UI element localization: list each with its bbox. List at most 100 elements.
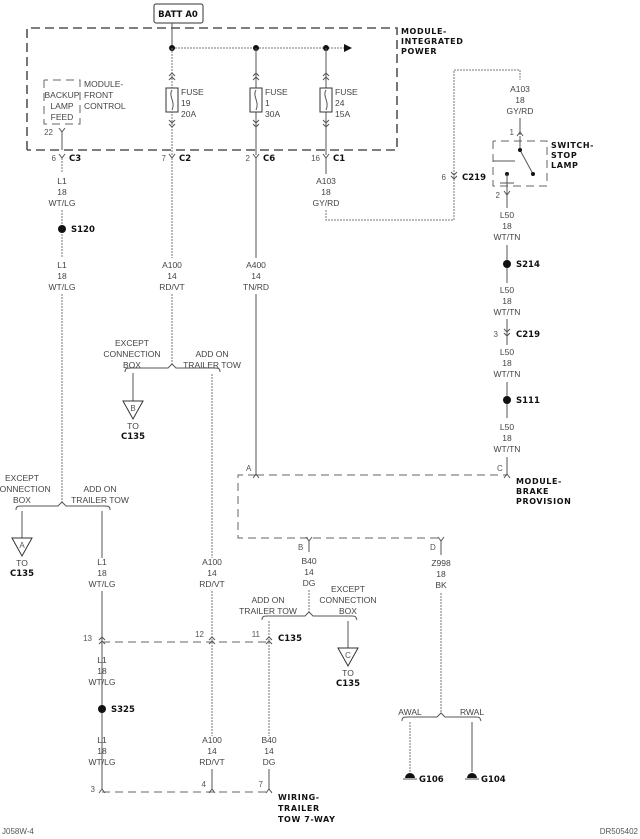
option-bracket	[401, 712, 482, 722]
fuse-label: FUSE	[265, 87, 288, 97]
svg-text:3: 3	[91, 785, 96, 794]
batt-a0-label: BATT A0	[158, 10, 198, 20]
connector-icon	[503, 328, 511, 337]
fuse-number: 19	[181, 98, 191, 108]
svg-text:C: C	[345, 651, 351, 660]
circuit-a100: A100 14 RD/VT EXCEPT CONNECTION BOX ADD …	[103, 158, 241, 790]
svg-text:L50: L50	[500, 347, 514, 357]
module-brake-provision[interactable]: A C MODULE- BRAKE PROVISION B D	[237, 464, 571, 552]
connector-c219-mid[interactable]: 3 C219	[494, 328, 541, 340]
svg-text:13: 13	[83, 634, 92, 643]
ref-b-to-c135[interactable]: B TO C135	[121, 400, 145, 442]
connector-c135[interactable]: 13 12 11 C135	[83, 630, 302, 645]
svg-text:TO: TO	[16, 558, 28, 568]
switch-contact-icon	[519, 149, 534, 175]
svg-text:18: 18	[436, 569, 446, 579]
svg-text:6: 6	[52, 154, 57, 163]
fuse-19[interactable]: FUSE 19 20A	[165, 48, 204, 155]
fuse-number: 1	[265, 98, 270, 108]
svg-text:18: 18	[515, 95, 525, 105]
svg-text:TRAILER: TRAILER	[278, 804, 320, 813]
wiring-trailer-tow-7-way[interactable]: 3 4 7 WIRING- TRAILER TOW 7-WAY	[91, 780, 336, 824]
svg-text:GY/RD: GY/RD	[313, 198, 340, 208]
connector-c2[interactable]: 7 C2	[162, 153, 192, 164]
svg-text:A103: A103	[316, 176, 336, 186]
l1-option-split: EXCEPT CONNECTION BOX ADD ON TRAILER TOW…	[0, 473, 129, 579]
connector-c6[interactable]: 2 C6	[246, 153, 276, 164]
svg-text:C135: C135	[278, 634, 302, 644]
svg-text:7: 7	[162, 154, 167, 163]
fuse-24[interactable]: FUSE 24 15A	[319, 48, 358, 155]
svg-text:A100: A100	[202, 735, 222, 745]
off-page-ref-icon	[122, 400, 144, 421]
svg-text:TO: TO	[342, 668, 354, 678]
connector-icon	[516, 131, 524, 137]
backup-lamp-feed-label-3: FEED	[51, 112, 74, 122]
module-front-control[interactable]: BACKUP LAMP FEED MODULE- FRONT CONTROL 2…	[43, 79, 126, 150]
svg-text:WIRING-: WIRING-	[278, 793, 320, 802]
off-page-ref-icon	[337, 647, 359, 668]
svg-text:TN/RD: TN/RD	[243, 282, 269, 292]
svg-text:C219: C219	[462, 173, 486, 183]
circuit-l1-upper: L1 18 WT/LG S120 L1 18 WT/LG	[49, 158, 95, 503]
svg-text:BK: BK	[435, 580, 447, 590]
fuse-label: FUSE	[335, 87, 358, 97]
fuse-rating: 15A	[335, 109, 350, 119]
svg-text:D: D	[430, 543, 436, 552]
circuit-a400: A400 14 TN/RD	[243, 158, 269, 475]
svg-text:2: 2	[246, 154, 251, 163]
svg-text:C135: C135	[336, 679, 360, 689]
ref-a-to-c135[interactable]: A TO C135	[10, 537, 34, 579]
svg-text:6: 6	[442, 173, 447, 182]
svg-text:L1: L1	[57, 260, 67, 270]
svg-text:WT/TN: WT/TN	[494, 232, 521, 242]
connector-c219-top[interactable]: 6 C219	[442, 171, 487, 183]
svg-text:EXCEPT: EXCEPT	[115, 338, 149, 348]
svg-text:A103: A103	[510, 84, 530, 94]
svg-text:L1: L1	[97, 735, 107, 745]
fuse-1[interactable]: FUSE 1 30A	[249, 48, 288, 155]
svg-text:BRAKE: BRAKE	[516, 487, 549, 496]
svg-text:C219: C219	[516, 330, 540, 340]
bus-arrow-icon	[344, 44, 352, 52]
svg-text:G104: G104	[481, 775, 506, 785]
splice-s111[interactable]	[503, 396, 511, 404]
svg-text:WT/TN: WT/TN	[494, 369, 521, 379]
svg-text:BOX: BOX	[123, 360, 141, 370]
svg-text:C3: C3	[69, 154, 81, 164]
svg-text:14: 14	[167, 271, 177, 281]
svg-text:18: 18	[502, 296, 512, 306]
svg-text:14: 14	[207, 746, 217, 756]
splice-s325[interactable]	[98, 705, 106, 713]
rwal-label: RWAL	[460, 707, 484, 717]
svg-text:TRAILER TOW: TRAILER TOW	[71, 495, 129, 505]
svg-text:18: 18	[97, 568, 107, 578]
connector-icon	[252, 72, 260, 81]
switch-stop-lamp[interactable]: 1 SWITCH- STOP LAMP 2	[492, 128, 594, 200]
splice-s120[interactable]	[58, 225, 66, 233]
ground-icon	[467, 773, 477, 778]
connector-c3[interactable]: 6 C3	[52, 153, 82, 164]
fuse-number: 24	[335, 98, 345, 108]
splice-s214[interactable]	[503, 260, 511, 268]
svg-text:18: 18	[97, 746, 107, 756]
ground-g104[interactable]: G104	[465, 773, 506, 785]
svg-text:TOW 7-WAY: TOW 7-WAY	[278, 815, 335, 824]
wire-gauge: 18	[57, 187, 67, 197]
svg-text:CONNECTION: CONNECTION	[319, 595, 376, 605]
figure-id-left: J058W-4	[2, 827, 34, 836]
ref-c-to-c135[interactable]: C TO C135	[336, 647, 360, 689]
connector-icon	[503, 190, 511, 196]
batt-a0-box[interactable]	[153, 3, 204, 24]
svg-text:4: 4	[202, 780, 207, 789]
svg-text:18: 18	[502, 358, 512, 368]
circuit-b40: B40 14 DG ADD ON TRAILER TOW EXCEPT CONN…	[239, 541, 377, 790]
connector-icon	[322, 72, 330, 81]
option-bracket	[261, 611, 358, 621]
ground-g106[interactable]: G106	[403, 773, 444, 785]
connector-icon	[58, 127, 66, 150]
backup-lamp-feed-label-1: BACKUP	[45, 90, 80, 100]
connector-c1[interactable]: 16 C1	[311, 153, 345, 164]
figure-id-right: DR505402	[600, 827, 639, 836]
svg-text:Z998: Z998	[431, 558, 451, 568]
